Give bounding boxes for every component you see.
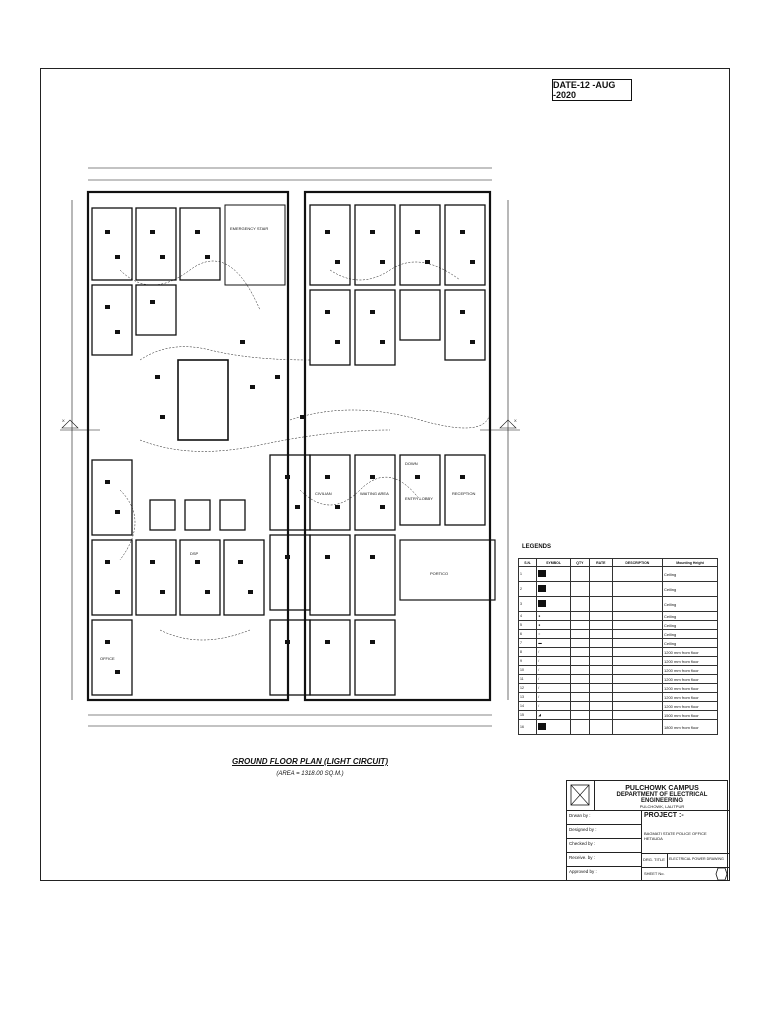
light-fixtures [105, 230, 475, 674]
room-label-portico: PORTICO [430, 571, 448, 576]
fan-icon: ○ [536, 629, 571, 639]
room-label-down: DOWN [405, 461, 418, 466]
portico [399, 539, 496, 601]
legend-col-sn: S.N. [517, 558, 538, 567]
section-marker-left [60, 419, 100, 431]
campus-location: PULCHOWK, LALITPUR [639, 804, 685, 809]
switch-icon: / [536, 647, 571, 657]
legend-col-height: Mounting Height [662, 558, 718, 567]
mcb-icon [538, 723, 547, 730]
left-wing-rooms [91, 207, 265, 696]
legend-row: 9/1200 mm from floor [517, 656, 718, 666]
room-label-office: OFFICE [100, 656, 115, 661]
legend-col-qty: QTY [569, 558, 590, 567]
switch-icon: / [536, 701, 571, 711]
campus-logo-icon [567, 781, 595, 811]
light-fixture-icon [538, 585, 547, 592]
approved-by-label: Approved by : [567, 867, 642, 881]
left-wing-outline [86, 190, 290, 702]
title-block: PULCHOWK CAMPUS DEPARTMENT OF ELECTRICAL… [566, 780, 729, 881]
checked-by-label: Checked by : [567, 839, 642, 853]
switch-icon: / [536, 665, 571, 675]
project-section: PROJECT :- [642, 812, 729, 819]
central-void [177, 359, 229, 441]
section-x-right: X [514, 418, 517, 423]
legend-row: 15◢1500 mm from floor [517, 710, 718, 720]
room-label-waiting-area: WAITING AREA [360, 491, 389, 496]
legend-row: 4●Ceiling [517, 611, 718, 621]
legend-col-symbol: SYMBOL [536, 558, 571, 567]
switch-icon: / [536, 656, 571, 666]
bulb-icon: ● [536, 611, 571, 621]
right-wing-rooms [269, 204, 486, 696]
legend-row: 7▬Ceiling [517, 638, 718, 648]
legend-row: 13/1200 mm from floor [517, 692, 718, 702]
legend-row: 11/1200 mm from floor [517, 674, 718, 684]
drg-title-value: ELECTRICAL POWER DRAWING [669, 857, 724, 861]
legend-row: 8/1200 mm from floor [517, 647, 718, 657]
project-place: HETAUDA [644, 836, 663, 841]
distribution-board-icon: ◢ [536, 710, 571, 720]
room-label-reception: RECEPTION [452, 491, 475, 496]
legends-title: LEGENDS [522, 544, 552, 550]
campus-name: PULCHOWK CAMPUS [625, 785, 699, 792]
bulb-icon: ● [536, 620, 571, 630]
section-x-left: X [62, 418, 65, 423]
legend-row: 6○Ceiling [517, 629, 718, 639]
light-fixture-icon [538, 570, 547, 577]
room-label-dsp: DSP [190, 551, 199, 556]
project-label: PROJECT :- [644, 812, 684, 819]
floor-plan-drawing: X X EMERGENCY STAIR OFFICE RECEPTION ENT… [60, 167, 520, 727]
room-label-entry-lobby: ENTRY LOBBY [405, 496, 433, 501]
receive-by-label: Receive. by : [567, 853, 642, 867]
designed-by-label: Designed by : [567, 825, 642, 839]
switch-icon: / [536, 683, 571, 693]
drg-title-label: DRG. TITLE [642, 854, 668, 867]
legend-row: 12/1200 mm from floor [517, 683, 718, 693]
drawing-title-row: DRG. TITLE ELECTRICAL POWER DRAWING [642, 853, 729, 867]
hexagon-icon [715, 867, 728, 881]
room-label-civilian: CIVILIAN [315, 491, 332, 496]
plan-area: (AREA = 1318.00 SQ.M.) [276, 771, 344, 777]
light-fixture-icon [538, 600, 547, 607]
section-marker-right [480, 419, 520, 431]
room-label-stair: EMERGENCY STAIR [230, 226, 268, 231]
title-block-header: PULCHOWK CAMPUS DEPARTMENT OF ELECTRICAL… [595, 781, 729, 811]
plan-title: GROUND FLOOR PLAN (LIGHT CIRCUIT) [232, 757, 388, 766]
department-name: DEPARTMENT OF ELECTRICAL ENGINEERING [616, 792, 708, 804]
circuit-wiring [119, 260, 491, 641]
sheet-number-label: SHEET No. [642, 867, 729, 881]
drawn-by-label: Drwan by : [567, 811, 642, 825]
switch-icon: / [536, 692, 571, 702]
tube-light-icon: ▬ [536, 638, 571, 648]
legend-row: 10/1200 mm from floor [517, 665, 718, 675]
switch-icon: / [536, 674, 571, 684]
legends-table: S.N. SYMBOL QTY RATE DESCRIPTION Mountin… [517, 558, 718, 735]
date-stamp: DATE-12 -AUG -2020 [552, 79, 632, 101]
legend-col-description: DESCRIPTION [611, 558, 664, 567]
emergency-stair [224, 204, 286, 286]
drawing-sheet-border [40, 68, 730, 881]
project-details: BAGMATI STATE POLICE OFFICE HETAUDA [642, 831, 729, 841]
right-wing-outline [303, 190, 492, 702]
legend-row: 5●Ceiling [517, 620, 718, 630]
project-name: BAGMATI STATE POLICE OFFICE [644, 831, 707, 836]
legend-col-rate: RATE [588, 558, 613, 567]
legend-row: 14/1200 mm from floor [517, 701, 718, 711]
